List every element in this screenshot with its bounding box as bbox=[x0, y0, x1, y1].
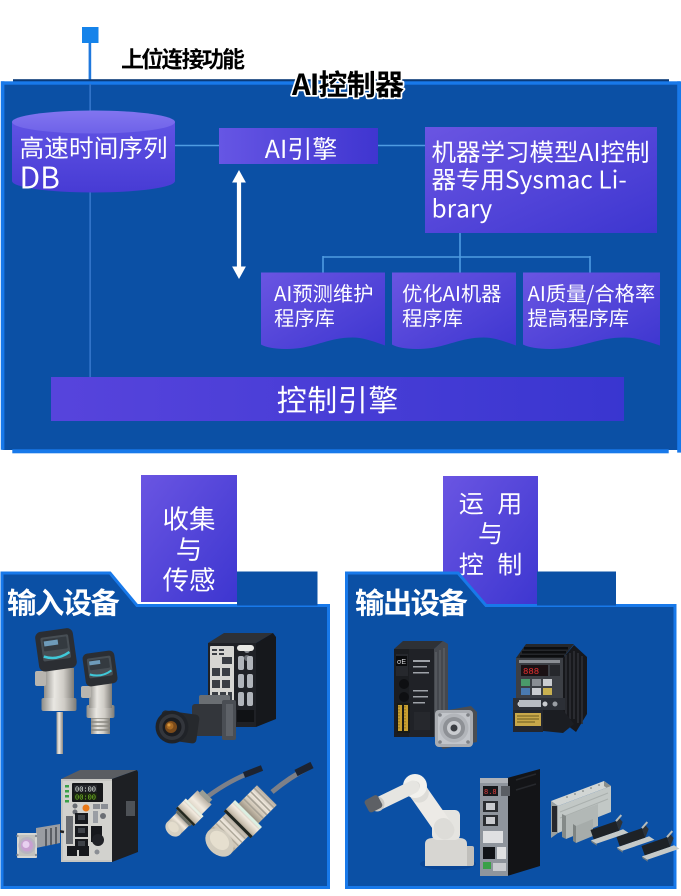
svg-text:σE: σE bbox=[397, 659, 406, 666]
svg-text:888: 888 bbox=[523, 667, 539, 677]
svg-text:8.8: 8.8 bbox=[484, 789, 497, 797]
svg-text:00:00: 00:00 bbox=[75, 795, 96, 803]
svg-text:00:00: 00:00 bbox=[75, 787, 96, 795]
